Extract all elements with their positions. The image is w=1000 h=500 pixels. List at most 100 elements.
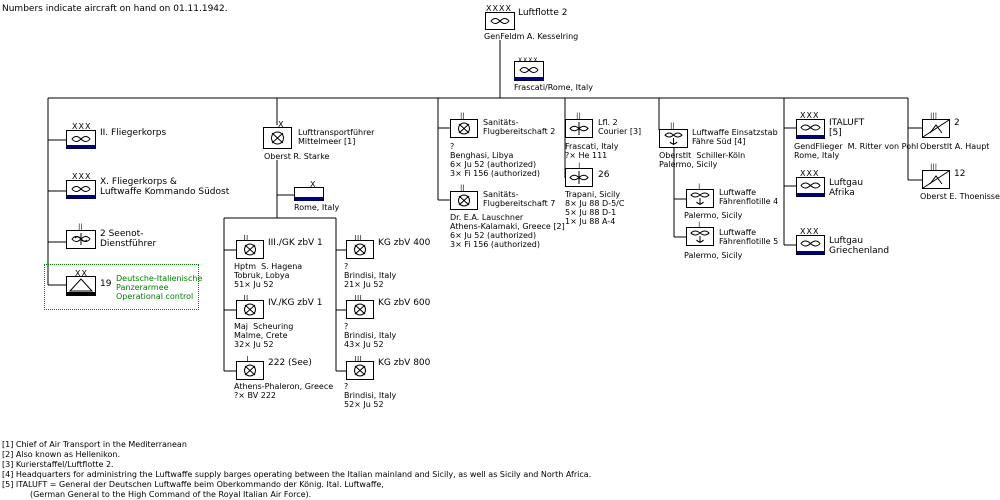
fk10-name: X. Fliegerkorps & Luftwaffe Kommando Süd… — [100, 177, 230, 197]
panzerarmee-tank-icon — [66, 276, 96, 296]
transport-base-flag-icon — [294, 187, 324, 201]
unit-right-2-marks: ||| — [354, 355, 363, 364]
einsatz-name: Luftwaffe Einsatzstab Fähre Süd [4] — [692, 128, 778, 146]
unit-right-0-marks: ||| — [354, 234, 363, 243]
afrika-propeller-icon — [796, 177, 825, 197]
griechenland-propeller-icon — [796, 235, 825, 255]
afrika-marks: XXX — [800, 169, 820, 178]
einsatz-anchor-icon — [659, 129, 688, 148]
fk10-propeller-icon — [66, 180, 96, 199]
footnote-5-translation: (German General to the High Command of t… — [2, 490, 312, 499]
header-note: Numbers indicate aircraft on hand on 01.… — [2, 4, 228, 14]
seenot-marks: || — [78, 223, 83, 231]
san7-name: Sanitäts- Flugbereitschaft 7 — [483, 190, 556, 208]
transport-leader-icon — [263, 127, 292, 149]
san7-marks: || — [460, 184, 465, 192]
italuft-detail: GendFlieger M. Ritter von Pohl Rome, Ita… — [794, 142, 919, 160]
panzer-count: 19 — [100, 279, 112, 289]
transport-marks: X — [278, 120, 284, 129]
unit-left-0-icon — [236, 240, 264, 259]
unit-right-1-detail: ? Brindisi, Italy 43× Ju 52 — [344, 322, 397, 349]
transport-base-marks: X — [310, 180, 316, 189]
unit2-detail: Oberstlt A. Haupt — [920, 142, 990, 151]
hq-base-flag-icon — [514, 61, 544, 81]
courier-icon — [565, 119, 593, 138]
footnote-1: [1] Chief of Air Transport in the Medite… — [2, 440, 187, 449]
hq-name: Luftflotte 2 — [518, 8, 568, 18]
flot5-marks: | — [698, 221, 701, 229]
transport-base-location: Rome, Italy — [294, 203, 340, 212]
unit26-icon — [565, 168, 593, 187]
courier-detail: Frascati, Italy ?× He 111 — [565, 142, 619, 160]
san2-name: Sanitäts- Flugbereitschaft 2 — [483, 118, 556, 136]
italuft-propeller-icon — [796, 119, 825, 139]
unit-left-2-marks: | — [246, 355, 249, 364]
unit-left-2-detail: Athens-Phaleron, Greece ?× BV 222 — [234, 382, 334, 400]
griechenland-marks: XXX — [800, 227, 820, 236]
italuft-name: ITALUFT [5] — [829, 118, 865, 138]
operational-control-box — [44, 264, 199, 310]
san7-detail: Dr. E.A. Lauschner Athens-Kalamaki, Gree… — [450, 213, 565, 249]
flot5-detail: Palermo, Sicily — [684, 251, 743, 260]
unit12-count: 12 — [954, 169, 966, 179]
footnote-4: [4] Headquarters for administring the Lu… — [2, 470, 592, 479]
unit12-detail: Oberst E. Thoenissen — [920, 192, 1000, 201]
unit26-name: 26 — [598, 170, 610, 180]
unit-right-2-name: KG zbV 800 — [378, 358, 431, 368]
unit-left-1-marks: || — [243, 294, 249, 303]
hq-commander: GenFeldm A. Kesselring — [484, 32, 579, 41]
unit-left-2-icon — [236, 361, 264, 380]
unit-left-0-detail: Hptm S. Hagena Tobruk, Lobya 51× Ju 52 — [234, 262, 303, 289]
flot5-name: Luftwaffe Fährenflotille 5 — [719, 228, 779, 246]
unit-left-0-marks: || — [243, 234, 249, 243]
footnote-3: [3] Kurierstaffel/Luftflotte 2. — [2, 460, 114, 469]
san7-icon — [450, 191, 478, 210]
unit2-antiaircraft-icon — [922, 119, 950, 138]
unit-right-0-icon — [346, 240, 374, 259]
unit26-detail: Trapani, Sicily 8× Ju 88 D-5/C 5× Ju 88 … — [565, 190, 625, 226]
unit-left-0-name: III./GK zbV 1 — [268, 238, 323, 248]
fk2-name: II. Fliegerkorps — [100, 128, 167, 138]
hq-base-location: Frascati/Rome, Italy — [514, 83, 593, 92]
unit-right-1-icon — [346, 300, 374, 319]
transport-commander: Oberst R. Starke — [264, 152, 330, 161]
unit-left-2-name: 222 (See) — [268, 358, 312, 368]
panzer-marks: XX — [75, 269, 88, 278]
italuft-marks: XXX — [800, 111, 820, 120]
courier-marks: || — [576, 112, 581, 120]
unit-right-0-detail: ? Brindisi, Italy 21× Ju 52 — [344, 262, 397, 289]
unit2-marks: ||| — [930, 112, 938, 120]
unit-right-2-detail: ? Brindisi, Italy 52× Ju 52 — [344, 382, 397, 409]
unit-left-1-detail: Maj Scheuring Malme, Crete 32× Ju 52 — [234, 322, 294, 349]
unit-left-1-name: IV./KG zbV 1 — [268, 298, 323, 308]
unit12-marks: ||| — [930, 163, 938, 171]
flot4-name: Luftwaffe Fährenflotille 4 — [719, 188, 779, 206]
unit-left-1-icon — [236, 300, 264, 319]
afrika-name: Luftgau Afrika — [829, 178, 864, 198]
flot5-anchor-icon — [686, 227, 714, 246]
flot4-anchor-icon — [686, 189, 714, 208]
fk10-marks: XXX — [72, 172, 92, 181]
unit-right-2-icon — [346, 361, 374, 380]
footnote-5: [5] ITALUFT = General der Deutschen Luft… — [2, 480, 384, 489]
unit26-marks: | — [578, 162, 581, 170]
san2-icon — [450, 119, 478, 138]
seenot-name: 2 Seenot- Dienstführer — [100, 229, 157, 249]
unit-right-0-name: KG zbV 400 — [378, 238, 431, 248]
hq-base-marks: XXXX — [518, 57, 539, 64]
einsatz-detail: Oberstlt Schiller-Köln Palermo, Sicily — [659, 151, 746, 169]
panzer-name: Deutsche-Italienische Panzerarmee Operat… — [116, 274, 203, 301]
hq-propeller-icon — [485, 12, 515, 30]
san2-detail: ? Benghasi, Libya 6× Ju 52 (authorized) … — [450, 142, 540, 178]
flot4-detail: Palermo, Sicily — [684, 211, 743, 220]
hq-echelon-marks: XXXX — [486, 4, 512, 13]
unit-right-1-name: KG zbV 600 — [378, 298, 431, 308]
courier-name: Lfl. 2 Courier [3] — [598, 118, 642, 136]
seenot-propeller-icon — [66, 230, 96, 249]
griechenland-name: Luftgau Griechenland — [829, 236, 890, 256]
transport-name: Lufttransportführer Mittelmeer [1] — [298, 128, 375, 146]
flot4-marks: | — [698, 183, 701, 191]
unit-right-1-marks: ||| — [354, 294, 363, 303]
san2-marks: || — [460, 112, 465, 120]
